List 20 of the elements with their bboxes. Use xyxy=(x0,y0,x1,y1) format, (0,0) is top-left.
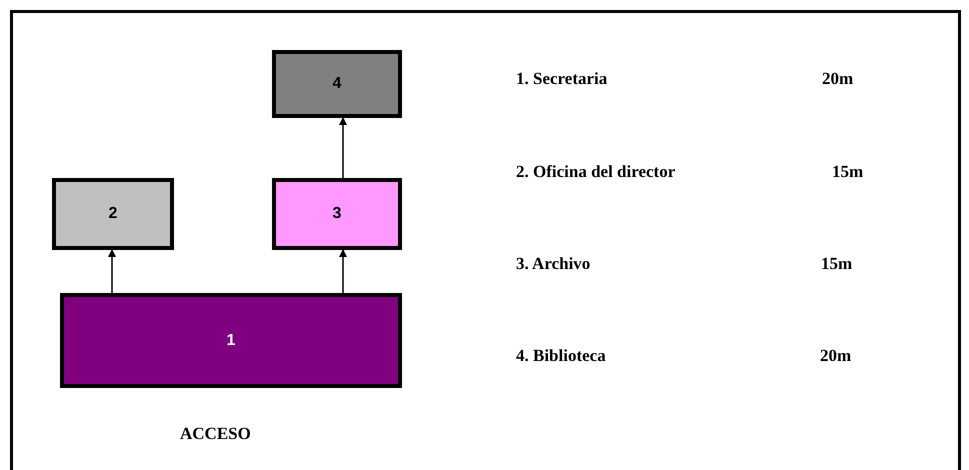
room-name: 1. Secretaria xyxy=(516,68,608,90)
arrow xyxy=(108,249,116,293)
room-box xyxy=(272,178,402,250)
arrow xyxy=(339,249,347,293)
room-area: 15m xyxy=(821,251,852,276)
room-area: 15m xyxy=(832,159,864,184)
room-box xyxy=(60,293,402,388)
arrow xyxy=(339,117,347,178)
room-area: 20m xyxy=(820,343,852,368)
room-name: 2. Oficina del director xyxy=(516,161,676,183)
room-name: 3. Archivo xyxy=(516,253,590,275)
room-number: 4 xyxy=(332,74,342,94)
room-number: 2 xyxy=(108,204,118,224)
room-number: 3 xyxy=(332,204,342,224)
room-box xyxy=(52,178,174,250)
room-box xyxy=(272,50,402,118)
room-name: 4. Biblioteca xyxy=(516,345,606,367)
room-area: 20m xyxy=(822,66,854,92)
room-number: 1 xyxy=(226,330,236,350)
entrance-label: ACCESO xyxy=(180,423,251,445)
